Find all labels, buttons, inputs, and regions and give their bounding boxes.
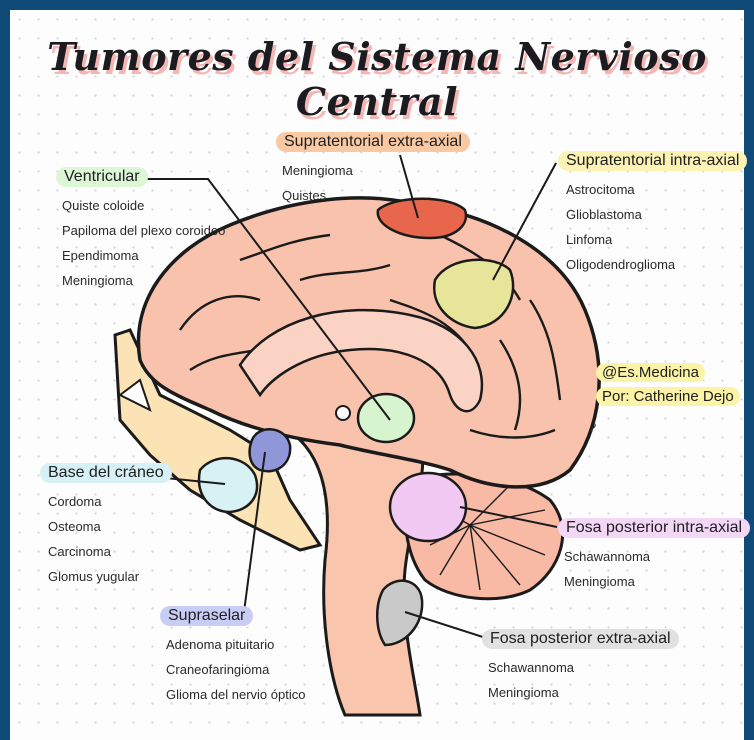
tumor-base-craneo <box>199 458 257 512</box>
group-item: Meningioma <box>488 680 679 705</box>
page-title: Tumores del Sistema Nervioso Central <box>0 34 754 124</box>
group-header: Supratentorial extra-axial <box>276 132 470 152</box>
tumor-fosa-posterior-intra-axial <box>390 473 466 541</box>
group-header: Base del cráneo <box>40 463 172 483</box>
group-item: Meningioma <box>564 569 750 594</box>
group-header: Fosa posterior intra-axial <box>558 518 750 538</box>
group-supratentorial-intra-axial: Supratentorial intra-axial Astrocitoma G… <box>558 150 747 277</box>
tumor-fosa-posterior-extra-axial <box>377 581 422 645</box>
group-item: Oligodendroglioma <box>566 252 747 277</box>
credit-block: @Es.Medicina Por: Catherine Dejo <box>596 362 740 410</box>
credit-handle: @Es.Medicina <box>596 363 705 382</box>
group-item: Quiste coloide <box>62 193 225 218</box>
group-item: Ependimoma <box>62 243 225 268</box>
group-item: Astrocitoma <box>566 177 747 202</box>
group-fosa-posterior-extra-axial: Fosa posterior extra-axial Schawannoma M… <box>482 628 679 705</box>
group-item: Glomus yugular <box>48 564 172 589</box>
group-supraselar: Supraselar Adenoma pituitario Craneofari… <box>160 605 305 707</box>
group-ventricular: Ventricular Quiste coloide Papiloma del … <box>56 166 225 293</box>
tumor-supraselar <box>250 429 291 471</box>
group-item: Schawannoma <box>488 655 679 680</box>
credit-author: Por: Catherine Dejo <box>596 387 740 406</box>
group-header: Supratentorial intra-axial <box>558 151 747 171</box>
group-item: Linfoma <box>566 227 747 252</box>
group-fosa-posterior-intra-axial: Fosa posterior intra-axial Schawannoma M… <box>558 517 750 594</box>
title-container: Tumores del Sistema Nervioso Central <box>0 34 754 124</box>
tumor-ventricular <box>358 394 414 442</box>
group-header: Fosa posterior extra-axial <box>482 629 679 649</box>
group-item: Cordoma <box>48 489 172 514</box>
group-header: Supraselar <box>160 606 253 626</box>
group-item: Papiloma del plexo coroideo <box>62 218 225 243</box>
group-item: Schawannoma <box>564 544 750 569</box>
group-item: Meningioma <box>282 158 470 183</box>
group-supratentorial-extra-axial: Supratentorial extra-axial Meningioma Qu… <box>276 131 470 208</box>
group-item: Glioma del nervio óptico <box>166 682 305 707</box>
group-item: Quistes <box>282 183 470 208</box>
group-item: Osteoma <box>48 514 172 539</box>
group-item: Glioblastoma <box>566 202 747 227</box>
group-base-craneo: Base del cráneo Cordoma Osteoma Carcinom… <box>40 462 172 589</box>
group-item: Adenoma pituitario <box>166 632 305 657</box>
group-header: Ventricular <box>56 167 148 187</box>
group-item: Meningioma <box>62 268 225 293</box>
group-item: Craneofaringioma <box>166 657 305 682</box>
group-item: Carcinoma <box>48 539 172 564</box>
third-ventricle <box>336 406 350 420</box>
